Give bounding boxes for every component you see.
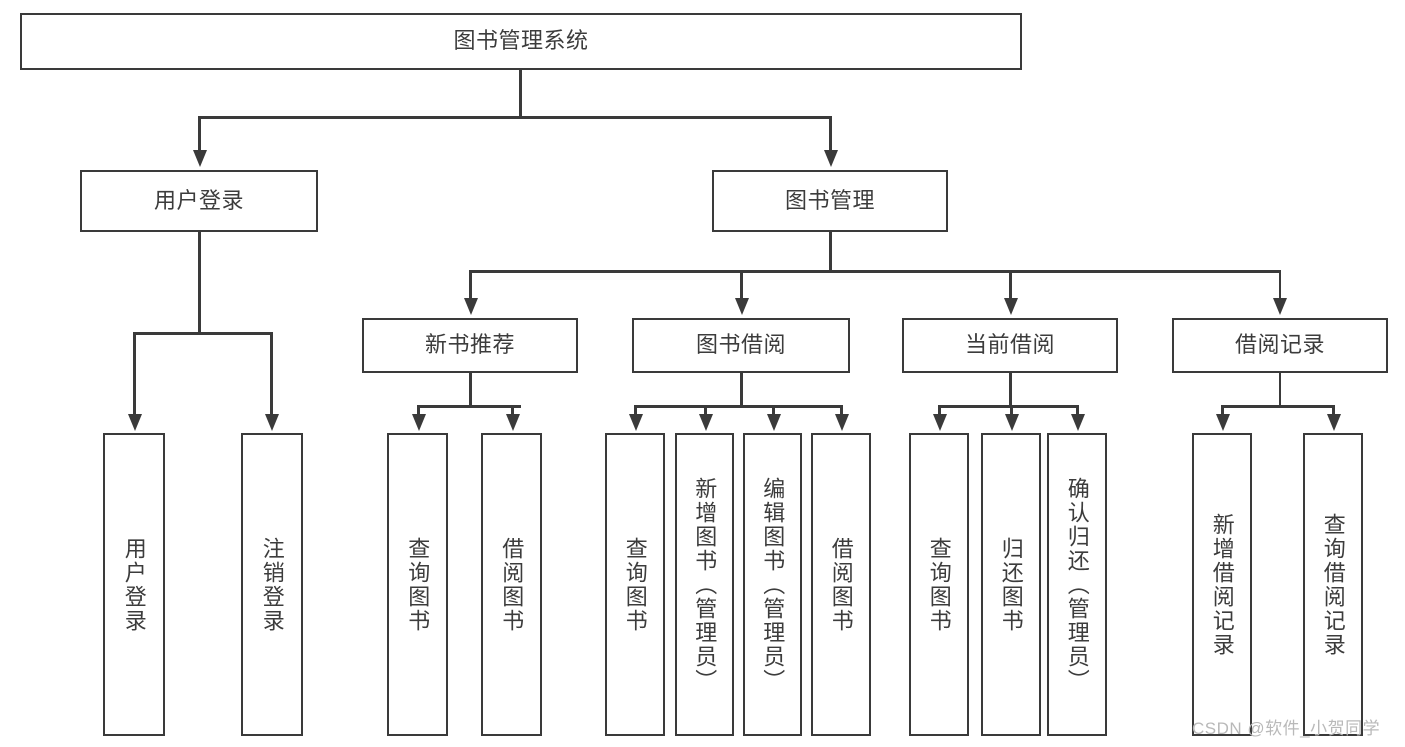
leaf-add-book-admin-label: 新增图书（管理员）: [692, 476, 718, 693]
connector-root-stem: [519, 70, 522, 118]
leaf-logout-login[interactable]: 注销登录: [241, 433, 303, 736]
connector-to-new-book-recommend: [469, 270, 472, 298]
arrowhead-to-leaf-borrow-book-2: [834, 414, 849, 431]
arrowhead-to-user-login: [192, 150, 207, 167]
arrowhead-to-current-borrow: [1003, 298, 1018, 315]
node-borrow-record-label: 借阅记录: [1234, 332, 1325, 358]
arrowhead-to-leaf-edit-book-admin: [766, 414, 781, 431]
arrowhead-to-new-book-recommend: [463, 298, 478, 315]
connector-user-login-stem: [198, 232, 201, 334]
leaf-return-book[interactable]: 归还图书: [981, 433, 1041, 736]
connector-to-leaf-user-login: [133, 332, 136, 414]
leaf-query-book-2-label: 查询图书: [622, 536, 648, 633]
leaf-return-book-label: 归还图书: [998, 536, 1024, 633]
connector-to-book-management: [829, 116, 832, 150]
leaf-query-borrow-record[interactable]: 查询借阅记录: [1303, 433, 1363, 736]
arrowhead-to-leaf-query-book-1: [411, 414, 426, 431]
arrowhead-to-leaf-query-book-3: [932, 414, 947, 431]
connector-current-borrow-bar: [938, 405, 1078, 408]
node-current-borrow[interactable]: 当前借阅: [902, 318, 1118, 373]
connector-to-leaf-query-book-2: [634, 405, 637, 414]
arrowhead-to-leaf-logout-login: [264, 414, 279, 431]
connector-book-borrow-bar: [634, 405, 842, 408]
leaf-confirm-return-admin-label: 确认归还（管理员）: [1064, 476, 1090, 693]
connector-to-leaf-confirm-return-admin: [1076, 405, 1079, 414]
connector-to-leaf-query-book-1: [417, 405, 420, 414]
connector-to-leaf-query-borrow-record: [1332, 405, 1335, 414]
connector-level1-bar: [198, 116, 832, 119]
connector-book-borrow-stem: [740, 373, 743, 407]
connector-user-login-bar: [133, 332, 272, 335]
leaf-query-book-3-label: 查询图书: [926, 536, 952, 633]
leaf-edit-book-admin[interactable]: 编辑图书（管理员）: [743, 433, 802, 736]
connector-to-leaf-return-book: [1010, 405, 1013, 414]
node-current-borrow-label: 当前借阅: [964, 332, 1055, 358]
connector-new-book-recommend-bar: [417, 405, 521, 408]
connector-borrow-record-bar: [1221, 405, 1335, 408]
leaf-query-borrow-record-label: 查询借阅记录: [1320, 512, 1346, 657]
connector-to-book-borrow: [740, 270, 743, 298]
arrowhead-to-book-management: [823, 150, 838, 167]
arrowhead-to-leaf-confirm-return-admin: [1070, 414, 1085, 431]
arrowhead-to-leaf-add-book-admin: [698, 414, 713, 431]
csdn-watermark: CSDN @软件_小贺同学: [1192, 719, 1381, 738]
leaf-query-book-2[interactable]: 查询图书: [605, 433, 665, 736]
leaf-query-book-3[interactable]: 查询图书: [909, 433, 969, 736]
node-new-book-recommend[interactable]: 新书推荐: [362, 318, 578, 373]
node-book-borrow[interactable]: 图书借阅: [632, 318, 850, 373]
leaf-add-borrow-record[interactable]: 新增借阅记录: [1192, 433, 1252, 736]
node-book-borrow-label: 图书借阅: [695, 332, 786, 358]
leaf-borrow-book-2[interactable]: 借阅图书: [811, 433, 871, 736]
node-root[interactable]: 图书管理系统: [20, 13, 1022, 70]
leaf-user-login[interactable]: 用户登录: [103, 433, 165, 736]
arrowhead-to-leaf-user-login: [127, 414, 142, 431]
connector-to-leaf-logout-login: [270, 332, 273, 414]
connector-level3-bar: [469, 270, 1281, 273]
connector-to-leaf-add-borrow-record: [1221, 405, 1224, 414]
connector-to-leaf-add-book-admin: [704, 405, 707, 414]
node-user-login-label: 用户登录: [153, 187, 244, 213]
arrowhead-to-leaf-return-book: [1004, 414, 1019, 431]
node-book-management-label: 图书管理: [784, 187, 875, 213]
leaf-add-book-admin[interactable]: 新增图书（管理员）: [675, 433, 734, 736]
leaf-logout-login-label: 注销登录: [259, 536, 285, 633]
arrowhead-to-book-borrow: [734, 298, 749, 315]
leaf-borrow-book-1[interactable]: 借阅图书: [481, 433, 542, 736]
leaf-add-borrow-record-label: 新增借阅记录: [1209, 512, 1235, 657]
leaf-edit-book-admin-label: 编辑图书（管理员）: [760, 476, 786, 693]
connector-borrow-record-stem: [1278, 373, 1281, 407]
leaf-query-book-1[interactable]: 查询图书: [387, 433, 448, 736]
arrowhead-to-leaf-query-borrow-record: [1326, 414, 1341, 431]
arrowhead-to-leaf-borrow-book-1: [505, 414, 520, 431]
leaf-user-login-label: 用户登录: [121, 536, 147, 633]
node-root-label: 图书管理系统: [453, 28, 589, 54]
arrowhead-to-borrow-record: [1273, 298, 1287, 315]
connector-to-leaf-edit-book-admin: [772, 405, 775, 414]
leaf-confirm-return-admin[interactable]: 确认归还（管理员）: [1047, 433, 1107, 736]
node-book-management[interactable]: 图书管理: [712, 170, 948, 232]
connector-book-management-stem: [829, 232, 832, 272]
leaf-borrow-book-2-label: 借阅图书: [828, 536, 854, 633]
connector-new-book-recommend-stem: [469, 373, 472, 407]
connector-to-current-borrow: [1009, 270, 1012, 298]
arrowhead-to-leaf-query-book-2: [628, 414, 643, 431]
connector-to-leaf-query-book-3: [938, 405, 941, 414]
leaf-borrow-book-1-label: 借阅图书: [499, 536, 525, 633]
node-user-login[interactable]: 用户登录: [80, 170, 318, 232]
leaf-query-book-1-label: 查询图书: [405, 536, 431, 633]
connector-to-leaf-borrow-book-2: [840, 405, 843, 414]
connector-to-leaf-borrow-book-1: [511, 405, 514, 414]
connector-current-borrow-stem: [1009, 373, 1012, 407]
arrowhead-to-leaf-add-borrow-record: [1215, 414, 1230, 431]
node-borrow-record[interactable]: 借阅记录: [1172, 318, 1388, 373]
connector-to-borrow-record: [1278, 270, 1281, 298]
node-new-book-recommend-label: 新书推荐: [424, 332, 515, 358]
connector-to-user-login: [198, 116, 201, 150]
